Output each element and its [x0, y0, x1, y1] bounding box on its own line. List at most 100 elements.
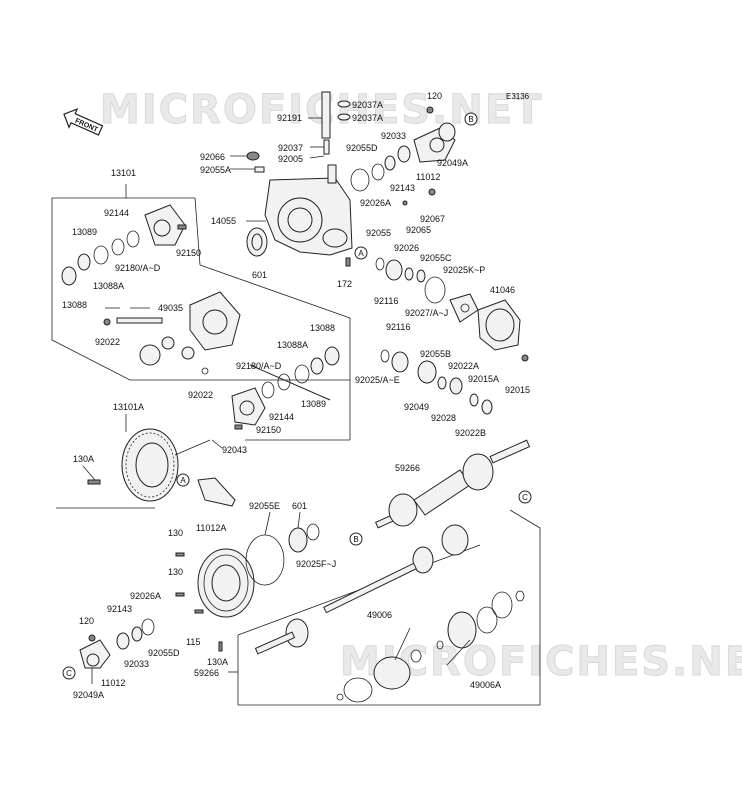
part-label: 92022B [455, 428, 486, 438]
seal-601 [246, 227, 268, 257]
part-label: 92055 [366, 228, 391, 238]
part-label: 13101 [111, 168, 136, 178]
watermark-top: MICROFICHES.NET [100, 87, 543, 133]
part-label: 130 [168, 528, 183, 538]
bolt-172 [345, 257, 351, 267]
part-label: 92055E [249, 501, 280, 511]
svg-text:B: B [353, 535, 358, 544]
part-label: 11012 [101, 678, 125, 688]
part-label: 130 [168, 567, 183, 577]
part-label: 92143 [390, 183, 415, 193]
differential-internals [61, 204, 340, 430]
part-label: 92055C [420, 253, 452, 263]
part-label: 92055B [420, 349, 451, 359]
svg-text:A: A [358, 249, 364, 258]
ref-marker-b-top: B [464, 112, 478, 126]
part-label: 92150 [256, 425, 281, 435]
part-label: 92055D [346, 143, 378, 153]
part-label: 92026 [394, 243, 419, 253]
pinion-bearings [375, 257, 529, 362]
ref-marker-a-mid: A [354, 246, 368, 260]
part-label: 92028 [431, 413, 456, 423]
part-label: 92033 [381, 131, 406, 141]
part-label: 49006 [367, 610, 392, 620]
drive-shaft-lower [254, 524, 525, 703]
part-label: 92116 [374, 296, 398, 306]
drive-shaft-upper [374, 439, 531, 529]
svg-text:A: A [180, 476, 186, 485]
part-label: 13088 [62, 300, 87, 310]
part-label: 92180/A~D [115, 263, 161, 273]
part-label: 13089 [72, 227, 97, 237]
part-label: 115 [186, 637, 200, 647]
part-label: 120 [427, 91, 442, 101]
diagram-code: E3136 [506, 92, 530, 101]
part-label: 92067 [420, 214, 445, 224]
top-right-rings [350, 106, 456, 206]
front-arrow-icon: FRONT [63, 107, 104, 136]
part-label: 92022 [95, 337, 120, 347]
part-label: 13089 [301, 399, 326, 409]
svg-text:C: C [66, 669, 72, 678]
part-label: 13101A [113, 402, 144, 412]
part-label: 92037A [352, 100, 383, 110]
part-label: 92066 [200, 152, 225, 162]
part-label: 92191 [277, 113, 302, 123]
svg-text:B: B [468, 115, 473, 124]
part-label: 92116 [386, 322, 410, 332]
part-label: 11012 [416, 172, 440, 182]
gear-case-housing [264, 164, 353, 256]
part-label: 601 [252, 270, 267, 280]
part-label: 130A [73, 454, 94, 464]
part-labels: 120 92037A 92037A 92191 92033 92055D 920… [62, 91, 530, 700]
part-label: 59266 [194, 668, 219, 678]
part-label: 92015 [505, 385, 530, 395]
pinion-bearings-lower [380, 349, 493, 415]
part-label: 13088 [310, 323, 335, 333]
rear-gear-case-cover [175, 364, 331, 652]
part-label: 92144 [269, 412, 294, 422]
part-label: 92025/A~E [355, 375, 400, 385]
part-label: 92049A [73, 690, 104, 700]
part-label: 14055 [211, 216, 236, 226]
part-label: 92043 [222, 445, 247, 455]
part-label: 92055D [148, 648, 180, 658]
part-label: 92150 [176, 248, 201, 258]
part-label: 601 [292, 501, 307, 511]
svg-text:C: C [522, 493, 528, 502]
differential-group-frame [51, 184, 351, 441]
part-label: 92055A [200, 165, 231, 175]
part-label: 59266 [395, 463, 420, 473]
part-label: 92005 [278, 154, 303, 164]
part-label: 92027/A~J [405, 308, 448, 318]
part-label: 120 [79, 616, 94, 626]
part-label: 13088A [93, 281, 124, 291]
part-label: 92025F~J [296, 559, 336, 569]
part-label: 130A [207, 657, 228, 667]
ring-gear [87, 428, 236, 507]
ref-marker-a-low: A [176, 473, 190, 487]
part-label: 92037A [352, 113, 383, 123]
part-label: 92022 [188, 390, 213, 400]
part-label: 92049A [437, 158, 468, 168]
part-label: 92049 [404, 402, 429, 412]
part-label: 92025K~P [443, 265, 485, 275]
part-label: 41046 [490, 285, 515, 295]
part-label: 92143 [107, 604, 132, 614]
part-label: 92026A [130, 591, 161, 601]
part-label: 172 [337, 279, 352, 289]
ring-gear-group-frame [56, 414, 155, 509]
lower-left-seals [79, 618, 155, 669]
part-label: 92015A [468, 374, 499, 384]
part-label: 92180/A~D [236, 361, 282, 371]
part-label: 13088A [277, 340, 308, 350]
ref-marker-b-low: B [349, 532, 363, 546]
part-label: 92022A [448, 361, 479, 371]
part-label: 92033 [124, 659, 149, 669]
part-label: 92065 [406, 225, 431, 235]
part-label: 11012A [196, 523, 226, 533]
ref-marker-c-right: C [518, 490, 532, 504]
part-label: 92144 [104, 208, 129, 218]
part-label: 49006A [470, 680, 501, 690]
